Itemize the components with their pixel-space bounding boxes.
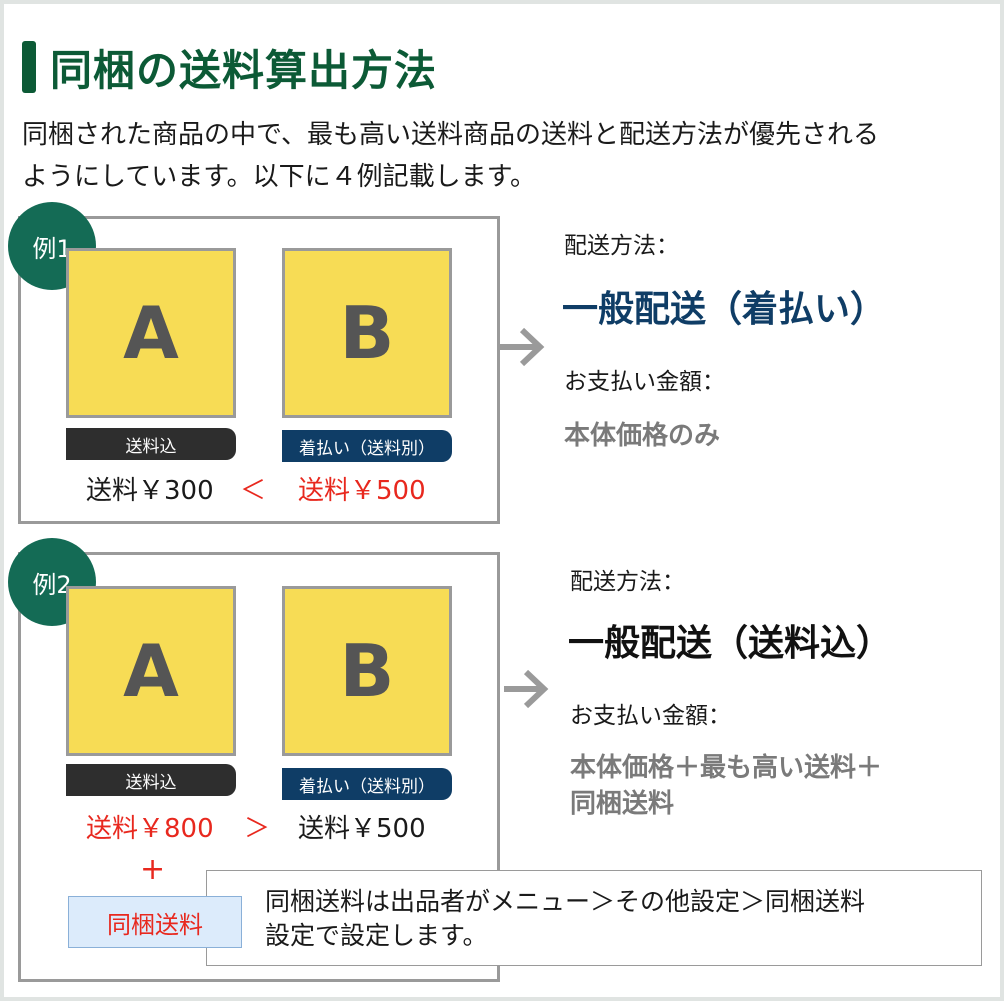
example-1-price-a: 送料￥300 bbox=[86, 476, 214, 506]
example-2-card-a: A bbox=[66, 586, 236, 756]
example-2-pay-detail-line-2: 同梱送料 bbox=[570, 789, 675, 819]
example-2-price-b: 送料￥500 bbox=[298, 814, 426, 844]
page-title-row: 同梱の送料算出方法 bbox=[22, 36, 437, 98]
example-1-pay-detail: 本体価格のみ bbox=[564, 421, 721, 451]
example-1-price-b: 送料￥500 bbox=[298, 476, 426, 506]
example-1-card-b: B bbox=[282, 248, 452, 418]
example-2-tag-b: 着払い（送料別） bbox=[282, 768, 452, 800]
example-2-pay-detail-line-1: 本体価格＋最も高い送料＋ bbox=[570, 753, 883, 783]
note-line-2: 設定で設定します。 bbox=[265, 921, 488, 950]
bundle-shipping-note: 同梱送料は出品者がメニュー＞その他設定＞同梱送料 設定で設定します。 bbox=[206, 870, 982, 966]
bundle-shipping-label: 同梱送料 bbox=[68, 896, 242, 948]
example-2-pay-label: お支払い金額： bbox=[570, 703, 731, 729]
intro-line-2: ようにしています。以下に４例記載します。 bbox=[22, 162, 537, 192]
example-2-compare: ＞ bbox=[244, 814, 271, 844]
example-2-method: 一般配送（送料込） bbox=[568, 623, 893, 664]
example-2-method-label: 配送方法： bbox=[570, 569, 685, 595]
example-1-method-label: 配送方法： bbox=[564, 233, 679, 259]
example-2-badge: 例2 bbox=[8, 538, 96, 626]
intro-text: 同梱された商品の中で、最も高い送料商品の送料と配送方法が優先される ようにしてい… bbox=[22, 114, 982, 198]
title-accent-bar bbox=[22, 41, 36, 93]
example-2-tag-a: 送料込 bbox=[66, 764, 236, 796]
example-2-card-b: B bbox=[282, 586, 452, 756]
example-1-pay-label: お支払い金額： bbox=[564, 369, 725, 395]
right-arrow-icon bbox=[500, 327, 545, 367]
intro-line-1: 同梱された商品の中で、最も高い送料商品の送料と配送方法が優先される bbox=[22, 120, 879, 150]
right-arrow-icon bbox=[504, 669, 549, 709]
example-1-tag-a: 送料込 bbox=[66, 428, 236, 460]
page-title: 同梱の送料算出方法 bbox=[50, 45, 438, 95]
example-1-tag-b: 着払い（送料別） bbox=[282, 430, 452, 462]
example-1-method: 一般配送（着払い） bbox=[562, 289, 887, 330]
example-1-card-a: A bbox=[66, 248, 236, 418]
example-2-price-a: 送料￥800 bbox=[86, 814, 214, 844]
example-1-compare: ＜ bbox=[240, 476, 267, 506]
example-2-pay-detail: 本体価格＋最も高い送料＋ 同梱送料 bbox=[570, 750, 882, 822]
note-line-1: 同梱送料は出品者がメニュー＞その他設定＞同梱送料 bbox=[265, 887, 866, 916]
example-2-plus: + bbox=[140, 852, 166, 887]
